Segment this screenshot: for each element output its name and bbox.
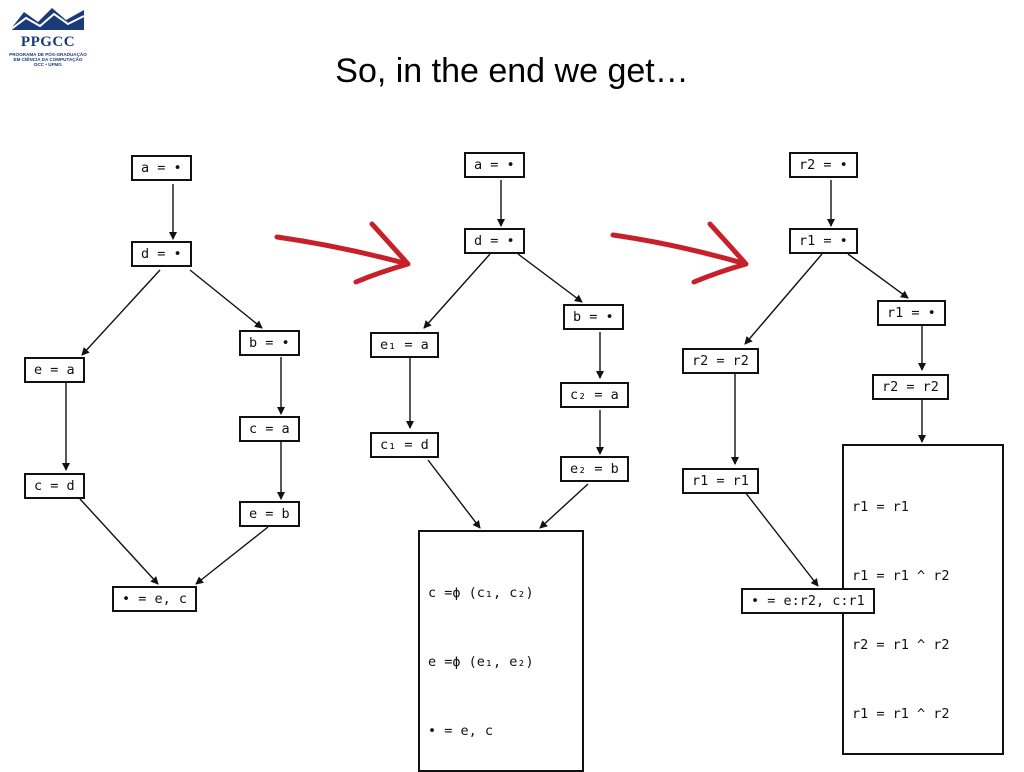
- block-line: r1 = r1 ^ r2: [852, 568, 950, 584]
- edge: [744, 491, 819, 587]
- cfg-node: e = a: [24, 357, 85, 383]
- edge: [79, 498, 159, 585]
- cfg-node: r1 = •: [789, 228, 858, 254]
- logo-subtitle-line: DCC • UFMG: [34, 62, 62, 67]
- red-arrow-icon: [274, 221, 411, 285]
- block-line: r2 = r1 ^ r2: [852, 637, 950, 653]
- edge: [539, 483, 589, 529]
- phi-line: • = e, c: [428, 723, 494, 739]
- edge: [81, 269, 161, 356]
- cfg-node: e₂ = b: [560, 456, 629, 482]
- slide-title: So, in the end we get…: [335, 52, 689, 90]
- cfg-node: a = •: [131, 155, 192, 181]
- block-line: r1 = r1: [852, 499, 909, 515]
- logo-name: PPGCC: [20, 34, 76, 50]
- logo-wave-icon: [9, 8, 85, 31]
- cfg-node: r2 = r2: [682, 348, 759, 374]
- cfg-node: r1 = •: [877, 300, 946, 326]
- cfg-node: c = a: [239, 416, 300, 442]
- cfg-node: e = b: [239, 501, 300, 527]
- edge: [427, 459, 481, 529]
- red-arrow-icon: [610, 221, 749, 285]
- cfg-node-phi: c =ϕ (c₁, c₂) e =ϕ (e₁, e₂) • = e, c: [418, 530, 584, 772]
- cfg-node: r1 = r1: [682, 468, 759, 494]
- cfg-node: d = •: [131, 241, 192, 267]
- phi-line: c =ϕ (c₁, c₂): [428, 585, 534, 601]
- edge: [189, 269, 263, 329]
- edge: [847, 253, 909, 299]
- cfg-node: a = •: [464, 152, 525, 178]
- ppgcc-logo: PPGCC PROGRAMA DE PÓS-GRADUAÇÃO EM CIÊNC…: [4, 4, 90, 67]
- cfg-node: • = e:r2, c:r1: [741, 588, 875, 614]
- cfg-node: b = •: [563, 304, 624, 330]
- cfg-node: c₂ = a: [560, 382, 629, 408]
- cfg-node: e₁ = a: [370, 332, 439, 358]
- cfg-node: d = •: [464, 228, 525, 254]
- logo-subtitle-line: EM CIÊNCIA DA COMPUTAÇÃO: [13, 57, 83, 62]
- cfg-node: r2 = r2: [872, 374, 949, 400]
- edge: [195, 526, 269, 585]
- edge: [517, 253, 583, 303]
- cfg-node: b = •: [239, 330, 300, 356]
- block-line: r1 = r1 ^ r2: [852, 706, 950, 722]
- cfg-node: c = d: [24, 473, 85, 499]
- edge: [744, 253, 823, 345]
- logo-subtitle-line: PROGRAMA DE PÓS-GRADUAÇÃO: [9, 52, 87, 57]
- phi-line: e =ϕ (e₁, e₂): [428, 654, 534, 670]
- cfg-node: r2 = •: [789, 152, 858, 178]
- cfg-node: c₁ = d: [370, 432, 439, 458]
- edge: [423, 253, 491, 329]
- cfg-node: • = e, c: [112, 586, 198, 612]
